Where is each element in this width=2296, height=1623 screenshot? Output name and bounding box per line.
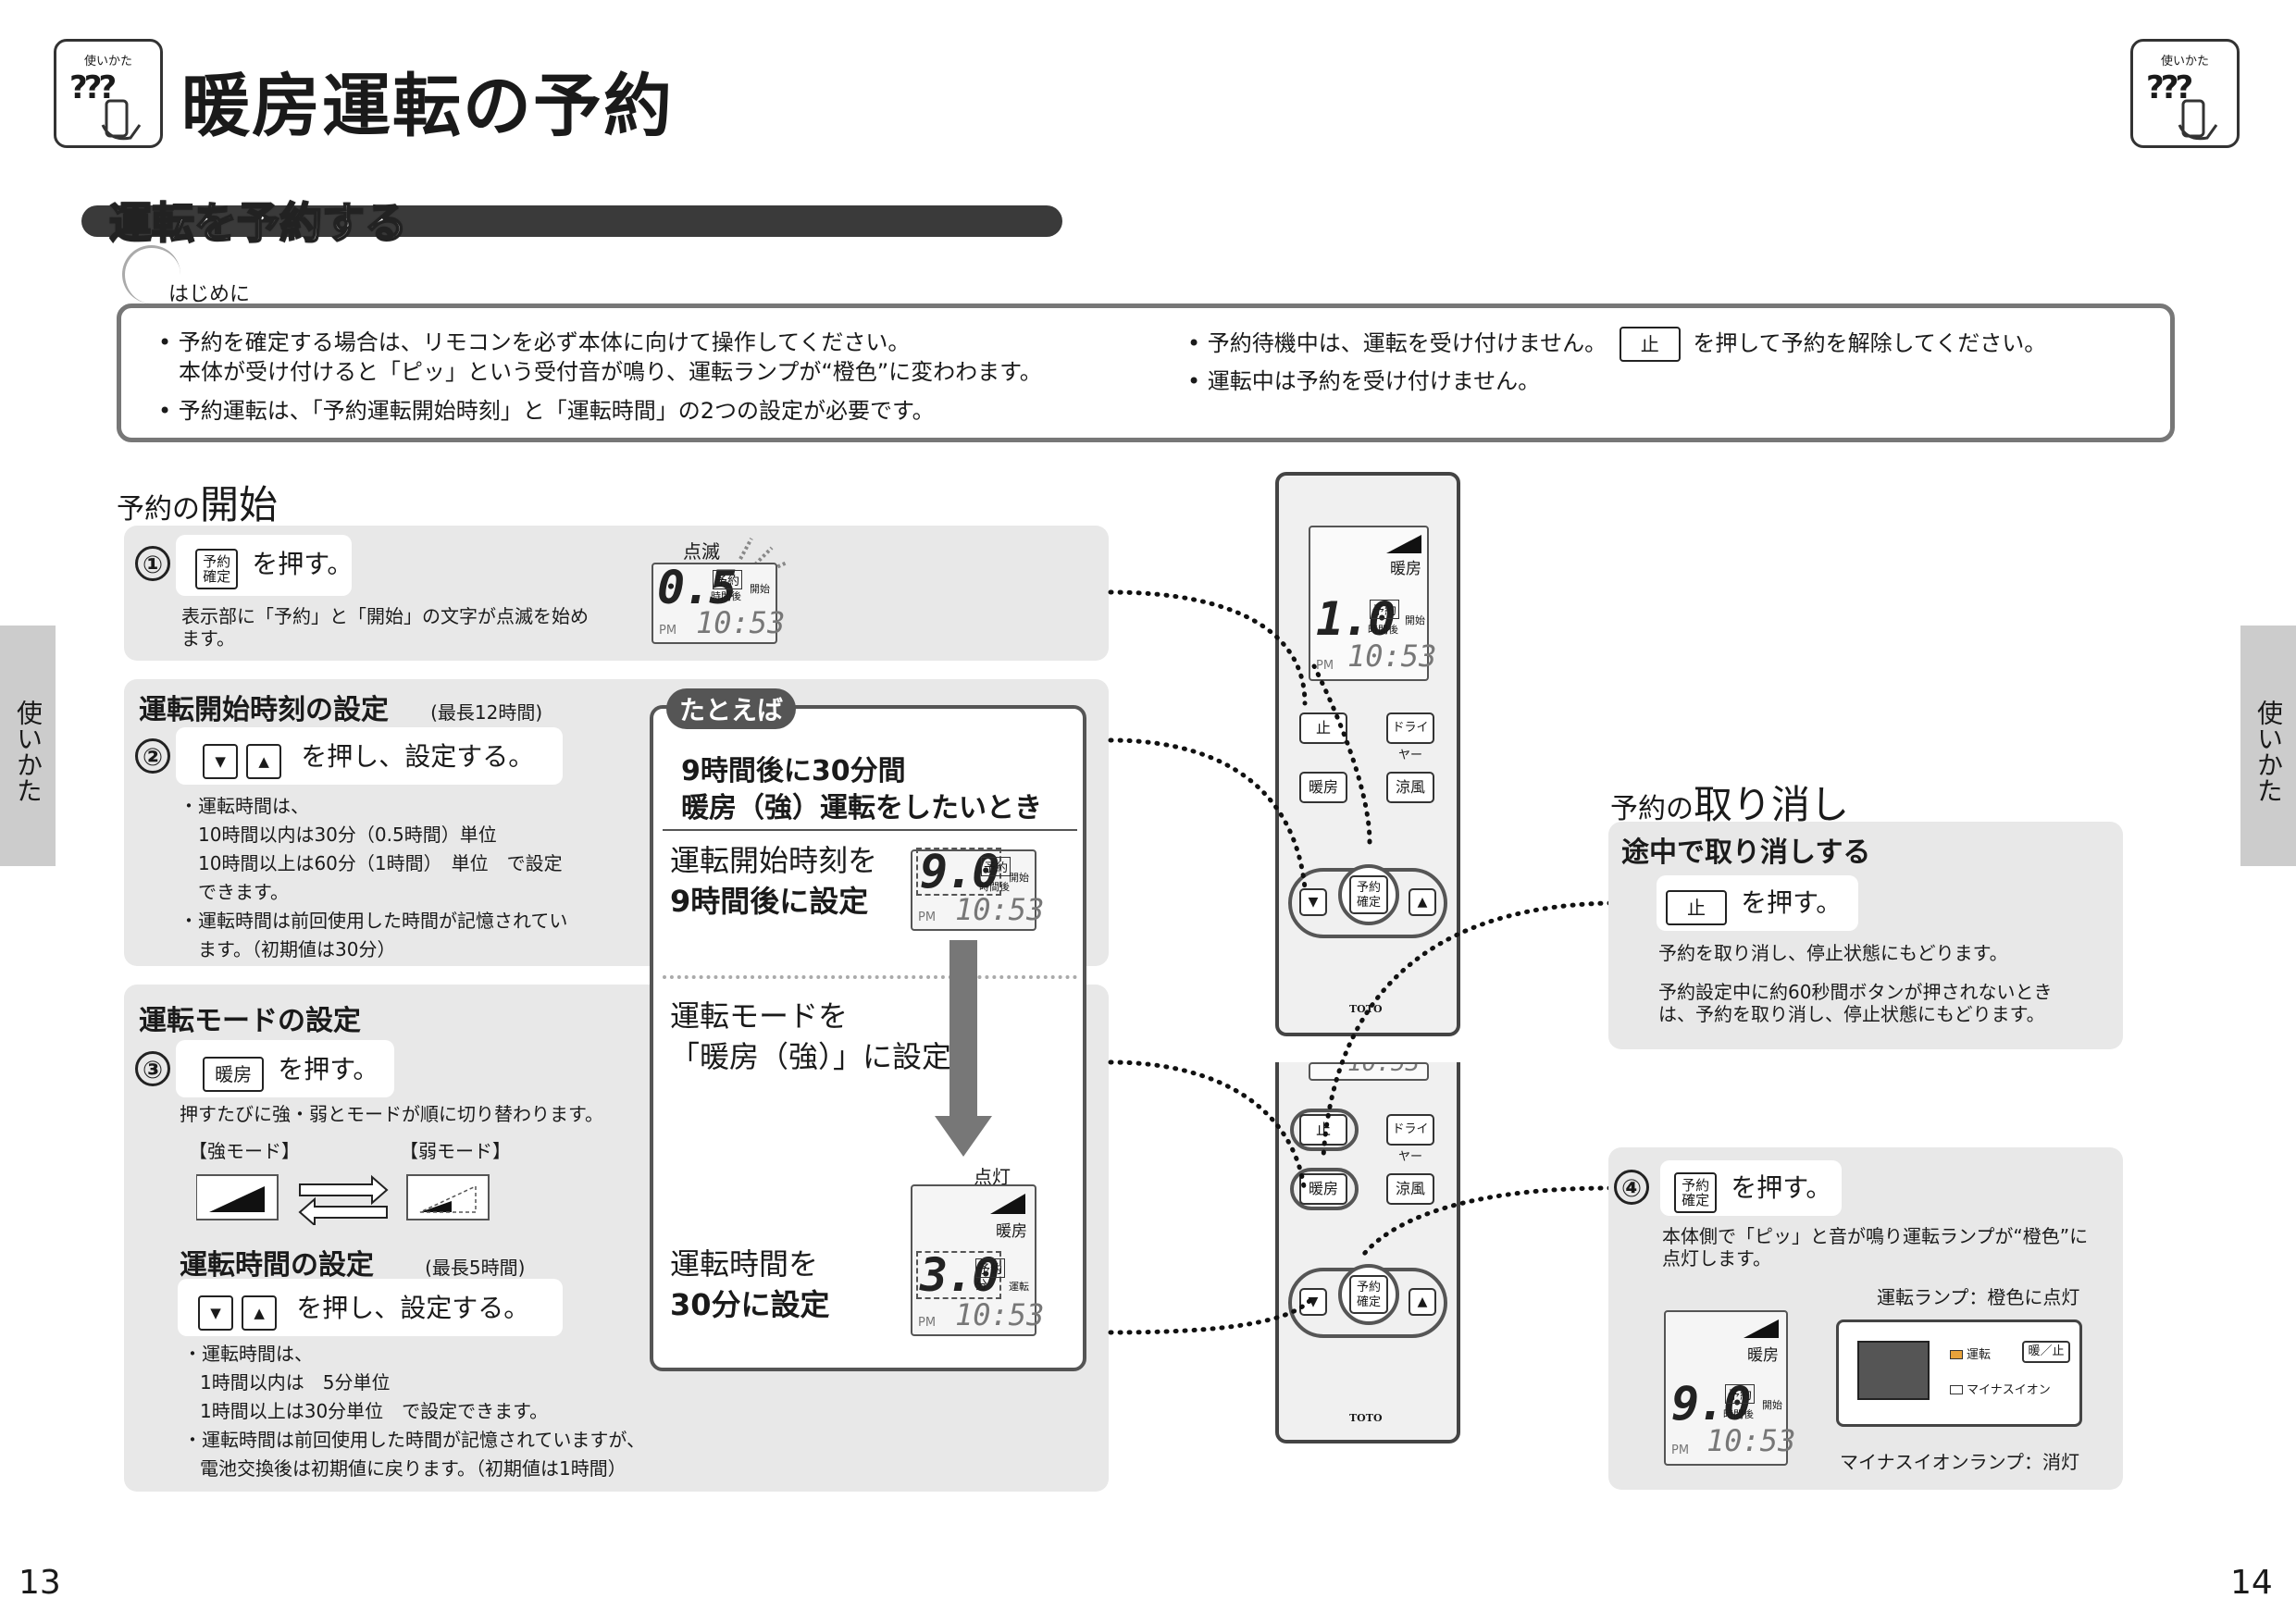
remote-up-button[interactable]: ▲: [1409, 1288, 1436, 1316]
step2-notes: ・運転時間は、 10時間以内は30分（0.5時間）単位 10時間以上は60分（1…: [180, 795, 568, 960]
intro-label: はじめに: [168, 283, 251, 306]
brand-logo: TOTO: [1349, 1412, 1383, 1424]
unit-power-button[interactable]: 暖／止: [2022, 1341, 2070, 1363]
example-lcd-a: 9.0 予約 開始 時間後 PM 10:53: [911, 848, 1044, 931]
side-tab-right: 使いかた: [2240, 626, 2296, 866]
intro-right-1: • 予約待機中は、運転を受け付けません。 止 を押して予約を解除してください。: [1187, 327, 2046, 362]
remote-confirm-button[interactable]: 予約確定: [1349, 1275, 1388, 1314]
remote-stop-button[interactable]: 止: [1299, 712, 1347, 744]
run-lamp-icon: [1950, 1350, 1963, 1359]
remote-cool-button[interactable]: 涼風: [1386, 772, 1434, 803]
remote-heat-button[interactable]: 暖房: [1299, 772, 1347, 803]
step3-title: 運転モードの設定: [139, 1005, 361, 1037]
step1-number: ①: [135, 546, 170, 581]
remote-dryer-button[interactable]: ドライヤー: [1386, 712, 1434, 762]
lamp-label: 運転ランプ：橙色に点灯: [1877, 1286, 2080, 1308]
duration-title: 運転時間の設定: [180, 1249, 374, 1282]
step3-action: を押す。: [278, 1054, 379, 1084]
down-button-icon: ▼: [203, 743, 239, 779]
side-tab-left: 使いかた: [0, 626, 56, 866]
intro-line-1: • 予約を確定する場合は、リモコンを必ず本体に向けて操作してください。: [158, 329, 911, 355]
step1-action: を押す。: [252, 549, 354, 579]
remote-heat-button[interactable]: 暖房: [1299, 1173, 1347, 1205]
step4-number: ④: [1614, 1170, 1649, 1205]
cancel-panel: 途中で取り消しする 止 を押す。 予約を取り消し、停止状態にもどります。 予約設…: [1608, 822, 2123, 1049]
remote-up-button[interactable]: ▲: [1409, 888, 1436, 916]
section-bar: [81, 205, 1062, 237]
example-lcd-c: 暖房 3.0 予約 分 運転 PM 10:53: [911, 1184, 1044, 1336]
cancel-heading: 予約の取り消し: [1610, 782, 1850, 827]
step1-lcd: 0.5 予約 開始 時間後 PM 10:53: [652, 561, 785, 644]
step4-panel: ④ 予約確定 を押す。 本体側で「ピッ」と音が鳴り運転ランプが“橙色”に 点灯し…: [1608, 1147, 2123, 1490]
page-number-right: 14: [2230, 1564, 2273, 1602]
usage-icon-right: 使いかた ???: [2130, 39, 2240, 148]
remote-dryer-button[interactable]: ドライヤー: [1386, 1114, 1434, 1164]
sprout-icon: [122, 245, 180, 304]
heat-button-icon: 暖房: [203, 1056, 265, 1092]
remote-down-button[interactable]: ▼: [1299, 888, 1327, 916]
remote-cool-button[interactable]: 涼風: [1386, 1173, 1434, 1205]
step2-title: 運転開始時刻の設定: [139, 694, 389, 726]
step4-lcd: 暖房 9.0 予約 開始 時間後 PM 10:53: [1664, 1310, 1795, 1466]
blink-label: 点滅: [683, 540, 720, 563]
ion-lamp-icon: [1950, 1385, 1963, 1394]
remote-confirm-button[interactable]: 予約確定: [1349, 875, 1388, 914]
intro-line-3: • 予約運転は、「予約運転開始時刻」と「運転時間」の2つの設定が必要です。: [158, 398, 935, 424]
start-heading: 予約の開始: [117, 482, 279, 527]
down-button-icon: ▼: [198, 1295, 233, 1331]
page-title: 暖房運転の予約: [181, 67, 674, 146]
up-button-icon: ▲: [242, 1295, 278, 1331]
down-arrow-icon: [949, 940, 977, 1121]
main-unit-panel: 運転 暖／止 マイナスイオン: [1836, 1319, 2082, 1427]
cancel-title: 途中で取り消しする: [1621, 836, 1871, 869]
step2-number: ②: [135, 738, 170, 774]
step2-action: を押し、設定する。: [301, 741, 535, 772]
example-box: たとえば 9時間後に30分間 暖房（強）運転をしたいとき 運転開始時刻を 9時間…: [650, 688, 1086, 1371]
step1-panel: ① 予約確定 を押す。 表示部に「予約」と「開始」の文字が点滅を始め ます。 点…: [124, 526, 1109, 661]
ion-label: マイナスイオンランプ：消灯: [1840, 1451, 2079, 1473]
reserve-confirm-button-icon: 予約確定: [195, 548, 239, 589]
duration-notes: ・運転時間は、 1時間以内は 5分単位 1時間以上は30分単位 で設定できます。…: [183, 1343, 645, 1480]
example-badge: たとえば: [666, 688, 797, 729]
remote-top: 暖房 1.0 予約 開始 時間後 PM 10:53 止 ドライヤー 暖房 涼風 …: [1275, 472, 1460, 1036]
stop-button-icon: 止: [1666, 889, 1727, 925]
remote-bottom: 10:53 止 ドライヤー 暖房 涼風 ▼ ▲ 予約確定 TOTO: [1275, 1062, 1460, 1443]
unit-display: [1857, 1341, 1930, 1400]
hand-remote-icon: [101, 99, 142, 141]
remote-lcd: 暖房 1.0 予約 開始 時間後 PM 10:53: [1309, 526, 1436, 681]
hand-remote-icon: [2178, 99, 2218, 141]
usage-icon-left: 使いかた ???: [54, 39, 163, 148]
mode-toggle-icon: [196, 1174, 490, 1225]
intro-box: • 予約を確定する場合は、リモコンを必ず本体に向けて操作してください。 本体が受…: [117, 304, 2175, 442]
stop-button-icon: 止: [1619, 327, 1681, 362]
remote-down-button[interactable]: ▼: [1299, 1288, 1327, 1316]
section-title: 運転を予約する: [108, 197, 408, 249]
intro-line-2: 本体が受け付けると「ピッ」という受付音が鳴り、運転ランプが“橙色”に変わわます。: [179, 359, 1042, 385]
reserve-confirm-button-icon: 予約確定: [1674, 1171, 1718, 1213]
page-number-left: 13: [19, 1564, 61, 1602]
duration-action: を押し、設定する。: [296, 1293, 530, 1323]
step3-number: ③: [135, 1051, 170, 1086]
up-button-icon: ▲: [246, 743, 282, 779]
intro-right-2: • 運転中は予約を受け付けません。: [1187, 368, 1541, 394]
